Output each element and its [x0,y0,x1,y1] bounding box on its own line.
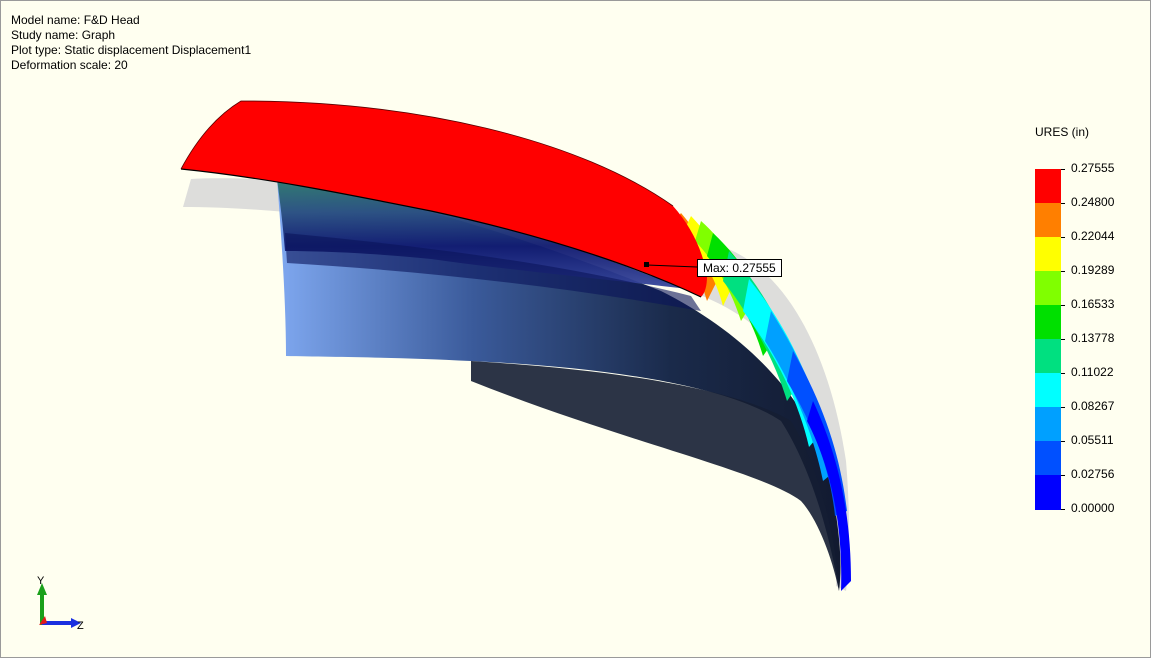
legend-title: URES (in) [1035,125,1090,139]
legend-tickmark [1061,237,1065,238]
legend-swatch [1035,203,1061,238]
legend-swatch [1035,407,1061,442]
legend-tick-label: 0.00000 [1071,501,1115,515]
deformation-scale-label: Deformation scale: 20 [11,58,128,72]
contour-red-top [181,101,707,297]
legend-tickmark [1061,339,1065,340]
z-axis-arrow [42,621,74,625]
legend-swatch [1035,373,1061,408]
study-name-label: Study name: Graph [11,28,116,42]
legend-tick-label: 0.24800 [1071,195,1115,209]
shell-front-face [471,361,839,591]
legend-tickmark [1061,441,1065,442]
legend-swatch [1035,305,1061,340]
legend-tickmark [1061,509,1065,510]
legend-swatch [1035,475,1061,510]
inner-gradient-band [277,179,706,291]
legend-tickmark [1061,203,1065,204]
legend-tick-label: 0.13778 [1071,331,1115,345]
legend-tickmark [1061,407,1065,408]
z-axis-arrowhead [71,618,81,628]
legend-tick-label: 0.05511 [1071,433,1114,447]
triad-y-label: Y [37,575,45,587]
max-callout-label: Max: 0.27555 [703,261,776,275]
legend-swatch [1035,339,1061,374]
model-name-label: Model name: F&D Head [11,13,140,27]
legend-tickmark [1061,271,1065,272]
inner-dark-stripe [285,233,701,311]
legend-swatch [1035,441,1061,476]
contour-darkblue [807,401,851,591]
legend-tickmark [1061,169,1065,170]
color-legend: URES (in) 0.27555 0.24800 0.22044 0.19289 0.… [1021,121,1141,521]
axis-triad [37,583,81,628]
legend-swatch [1035,169,1061,204]
legend-tickmark [1061,305,1065,306]
legend-tick-label: 0.08267 [1071,399,1115,413]
legend-tick-label: 0.19289 [1071,263,1115,277]
triad-z-label: Z [77,620,84,632]
max-callout-marker [644,262,649,267]
legend-tick-label: 0.11022 [1071,365,1114,379]
plot-info: Model name: F&D Head Study name: Graph P… [11,13,251,73]
legend-color-bar [1035,169,1061,510]
red-top-outline [180,100,674,207]
legend-tickmark [1061,475,1065,476]
x-axis-arrow [39,616,47,625]
inner-surface [277,179,841,591]
red-top-edge [180,168,702,298]
legend-tick-label: 0.27555 [1071,161,1115,175]
plot-type-label: Plot type: Static displacement Displacem… [11,43,252,57]
legend-tick-label: 0.16533 [1071,297,1115,311]
legend-tick-label: 0.02756 [1071,467,1115,481]
y-axis-arrow [40,591,44,625]
max-callout[interactable]: Max: 0.27555 [697,259,782,277]
legend-tickmark [1061,373,1065,374]
legend-swatch [1035,271,1061,306]
y-axis-arrowhead [37,583,47,595]
legend-swatch [1035,237,1061,272]
legend-tick-label: 0.22044 [1071,229,1115,243]
max-callout-leader [646,264,698,268]
